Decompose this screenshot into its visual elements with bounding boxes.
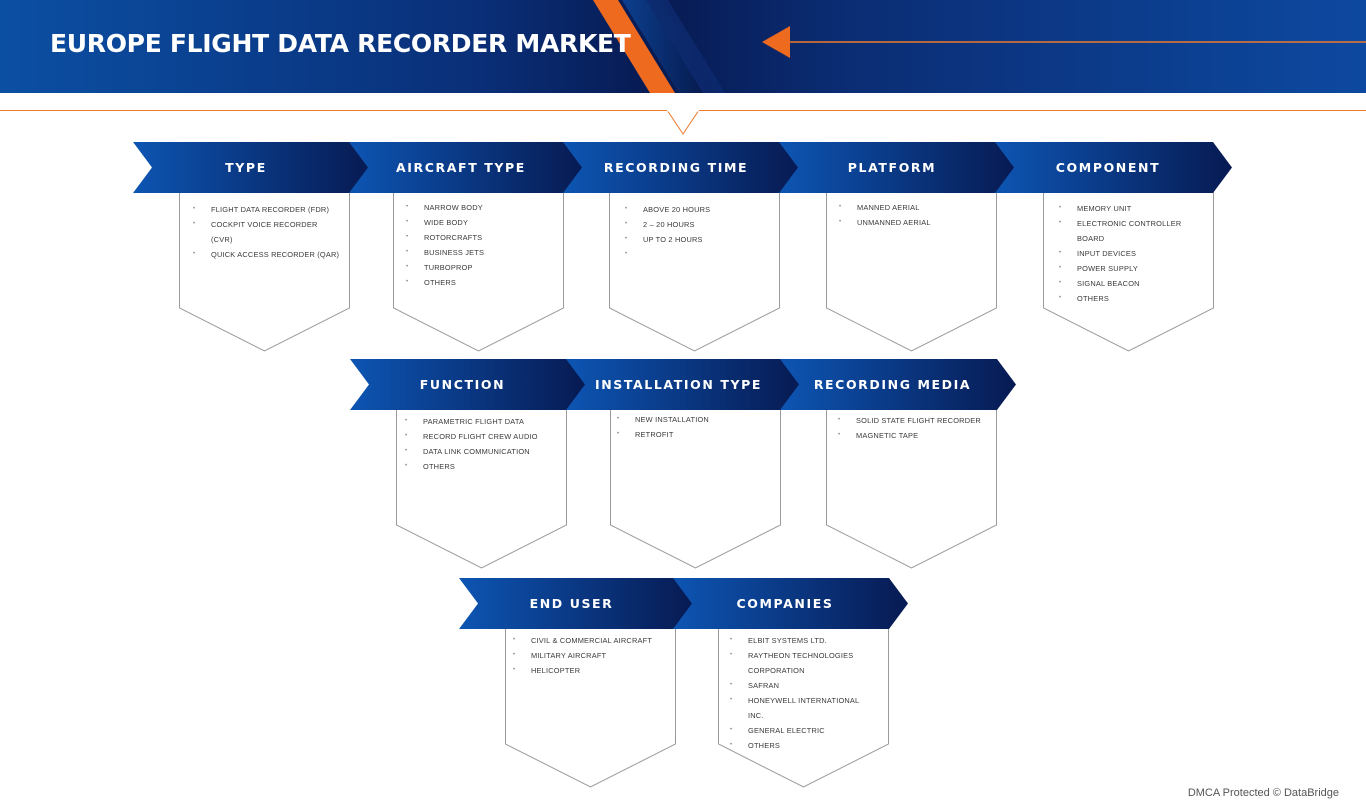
- list-item-continuation: CORPORATION: [748, 666, 805, 675]
- list-item: ABOVE 20 HOURS: [625, 202, 775, 217]
- list-item: UP TO 2 HOURS: [625, 232, 775, 247]
- header-banner: EUROPE FLIGHT DATA RECORDER MARKET: [0, 0, 1366, 93]
- segment-list-companies: ELBIT SYSTEMS LTD. RAYTHEON TECHNOLOGIES…: [730, 633, 888, 753]
- segment-card-aircraft-type: NARROW BODY WIDE BODY ROTORCRAFTS BUSINE…: [393, 192, 565, 352]
- list-item: HONEYWELL INTERNATIONAL: [730, 693, 888, 708]
- list-item: OTHERS: [406, 275, 556, 290]
- segment-label-recording-media: RECORDING MEDIA: [813, 377, 972, 392]
- segment-label-companies: COMPANIES: [736, 596, 834, 611]
- list-item: INPUT DEVICES: [1059, 246, 1209, 261]
- list-item: BUSINESS JETS: [406, 245, 556, 260]
- list-item: ELECTRONIC CONTROLLER: [1059, 216, 1209, 231]
- segment-header-end-user: END USER: [459, 578, 696, 629]
- segment-card-end-user: CIVIL & COMMERCIAL AIRCRAFT MILITARY AIR…: [505, 628, 677, 788]
- segment-list-recording-time: ABOVE 20 HOURS 2 – 20 HOURS UP TO 2 HOUR…: [625, 202, 775, 262]
- list-item-continuation: INC.: [748, 711, 764, 720]
- list-item: NEW INSTALLATION: [617, 412, 777, 427]
- segment-card-installation-type: NEW INSTALLATION RETROFIT: [610, 409, 782, 569]
- list-item-continuation: BOARD: [1077, 234, 1105, 243]
- segment-list-aircraft-type: NARROW BODY WIDE BODY ROTORCRAFTS BUSINE…: [406, 200, 556, 290]
- banner-decoration: [593, 0, 1366, 93]
- list-item: NARROW BODY: [406, 200, 556, 215]
- list-item: RAYTHEON TECHNOLOGIES: [730, 648, 888, 663]
- segment-header-function: FUNCTION: [350, 359, 587, 410]
- list-item: WIDE BODY: [406, 215, 556, 230]
- list-item: POWER SUPPLY: [1059, 261, 1209, 276]
- list-item: ELBIT SYSTEMS LTD.: [730, 633, 888, 648]
- segment-label-aircraft-type: AIRCRAFT TYPE: [396, 160, 526, 175]
- segment-list-function: PARAMETRIC FLIGHT DATA RECORD FLIGHT CRE…: [405, 414, 565, 474]
- list-item: [625, 247, 775, 262]
- segment-label-function: FUNCTION: [419, 377, 506, 392]
- segment-header-component: COMPONENT: [995, 142, 1233, 193]
- list-item: COCKPIT VOICE RECORDER: [193, 217, 343, 232]
- segment-list-component: MEMORY UNIT ELECTRONIC CONTROLLER BOARD …: [1059, 201, 1209, 306]
- segment-label-component: COMPONENT: [1055, 160, 1161, 175]
- list-item: 2 – 20 HOURS: [625, 217, 775, 232]
- segment-header-recording-time: RECORDING TIME: [563, 142, 801, 193]
- segment-card-function: PARAMETRIC FLIGHT DATA RECORD FLIGHT CRE…: [396, 409, 568, 569]
- segment-header-type: TYPE: [133, 142, 371, 193]
- footer-credit: DMCA Protected © DataBridge: [1187, 787, 1339, 799]
- page-title: EUROPE FLIGHT DATA RECORDER MARKET: [50, 29, 631, 58]
- segment-label-type: TYPE: [225, 160, 267, 175]
- list-item: MAGNETIC TAPE: [838, 428, 998, 443]
- list-item: PARAMETRIC FLIGHT DATA: [405, 414, 565, 429]
- list-item-continuation: (CVR): [211, 235, 233, 244]
- segment-list-platform: MANNED AERIAL UNMANNED AERIAL: [839, 200, 989, 230]
- segment-list-end-user: CIVIL & COMMERCIAL AIRCRAFT MILITARY AIR…: [513, 633, 673, 678]
- list-item: HELICOPTER: [513, 663, 673, 678]
- list-item: RETROFIT: [617, 427, 777, 442]
- segment-header-recording-media: RECORDING MEDIA: [780, 359, 1017, 410]
- list-item: MILITARY AIRCRAFT: [513, 648, 673, 663]
- segment-header-companies: COMPANIES: [673, 578, 909, 629]
- segment-header-aircraft-type: AIRCRAFT TYPE: [349, 142, 585, 193]
- list-item: QUICK ACCESS RECORDER (QAR): [193, 247, 343, 262]
- list-item: OTHERS: [405, 459, 565, 474]
- segment-card-platform: MANNED AERIAL UNMANNED AERIAL: [826, 192, 998, 352]
- arrow-left-icon: [762, 26, 790, 58]
- segment-card-component: MEMORY UNIT ELECTRONIC CONTROLLER BOARD …: [1043, 192, 1215, 352]
- segment-label-recording-time: RECORDING TIME: [603, 160, 749, 175]
- segment-header-installation-type: INSTALLATION TYPE: [566, 359, 803, 410]
- segment-card-type: FLIGHT DATA RECORDER (FDR) COCKPIT VOICE…: [179, 192, 351, 352]
- segment-card-recording-media: SOLID STATE FLIGHT RECORDER MAGNETIC TAP…: [826, 409, 998, 569]
- list-item: UNMANNED AERIAL: [839, 215, 989, 230]
- list-item: MANNED AERIAL: [839, 200, 989, 215]
- segment-label-platform: PLATFORM: [847, 160, 937, 175]
- segment-label-installation-type: INSTALLATION TYPE: [594, 377, 763, 392]
- list-item: TURBOPROP: [406, 260, 556, 275]
- list-item: FLIGHT DATA RECORDER (FDR): [193, 202, 343, 217]
- segment-label-end-user: END USER: [529, 596, 614, 611]
- list-item: DATA LINK COMMUNICATION: [405, 444, 565, 459]
- list-item: MEMORY UNIT: [1059, 201, 1209, 216]
- list-item: OTHERS: [730, 738, 888, 753]
- segment-header-platform: PLATFORM: [779, 142, 1017, 193]
- list-item: RECORD FLIGHT CREW AUDIO: [405, 429, 565, 444]
- segment-list-recording-media: SOLID STATE FLIGHT RECORDER MAGNETIC TAP…: [838, 413, 998, 443]
- segment-list-installation-type: NEW INSTALLATION RETROFIT: [617, 412, 777, 442]
- list-item: SIGNAL BEACON: [1059, 276, 1209, 291]
- list-item: SAFRAN: [730, 678, 888, 693]
- list-item: ROTORCRAFTS: [406, 230, 556, 245]
- list-item: CIVIL & COMMERCIAL AIRCRAFT: [513, 633, 673, 648]
- segment-card-recording-time: ABOVE 20 HOURS 2 – 20 HOURS UP TO 2 HOUR…: [609, 192, 781, 352]
- segment-list-type: FLIGHT DATA RECORDER (FDR) COCKPIT VOICE…: [193, 202, 343, 262]
- segment-card-companies: ELBIT SYSTEMS LTD. RAYTHEON TECHNOLOGIES…: [718, 628, 890, 788]
- list-item: OTHERS: [1059, 291, 1209, 306]
- pointer-notch: [667, 110, 699, 135]
- list-item: SOLID STATE FLIGHT RECORDER: [838, 413, 998, 428]
- list-item: GENERAL ELECTRIC: [730, 723, 888, 738]
